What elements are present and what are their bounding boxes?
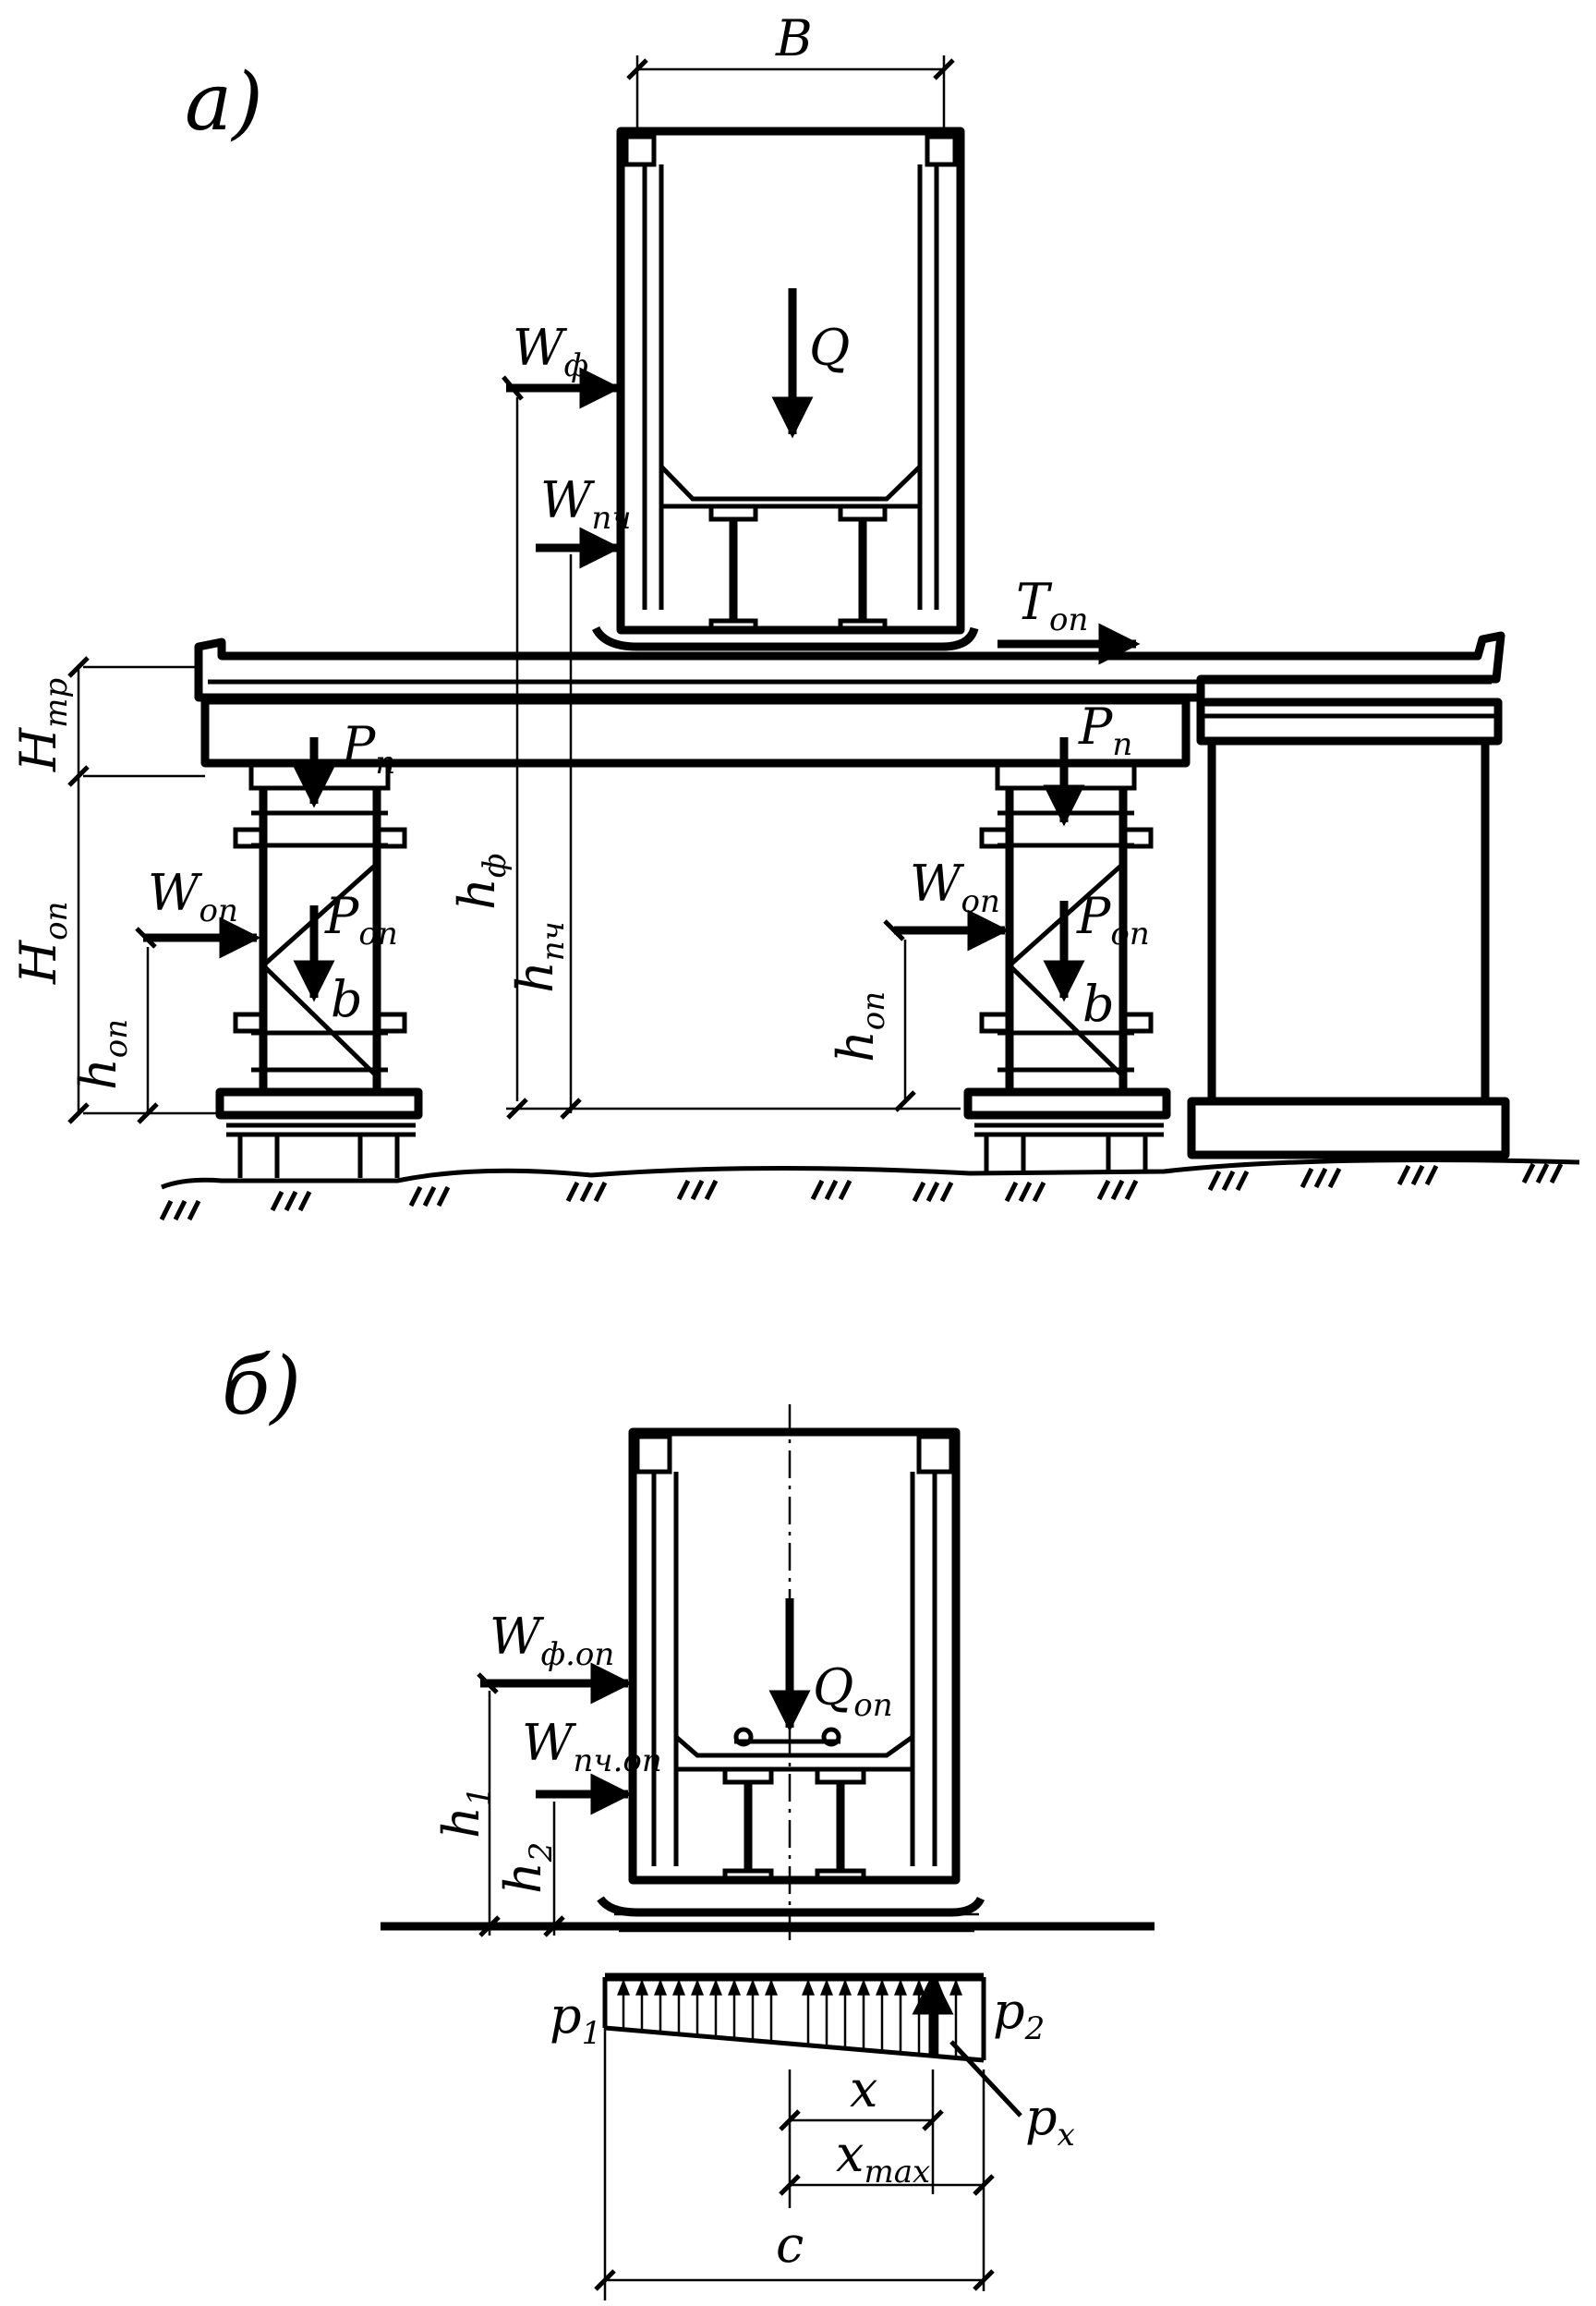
panel-b-label: б) [222, 1341, 301, 1433]
h-tr-sub: тр [38, 678, 75, 728]
load-q-label: Q [809, 319, 850, 377]
ground [159, 1158, 1580, 1221]
track-deck [194, 631, 1510, 1159]
panel-a-label: а) [185, 56, 263, 149]
svg-text:Pп: Pп [341, 716, 395, 782]
svg-text:hф: hф [448, 854, 514, 910]
b-left-label: b [331, 970, 363, 1028]
thrust-arrow: Tоп [998, 573, 1141, 665]
svg-text:xmax: xmax [836, 2125, 930, 2191]
p-n-right-main: P [1078, 698, 1114, 756]
wind-car-sub: ф [564, 347, 589, 384]
w-f-op-main: W [490, 1608, 545, 1666]
h-op-right-sub: оп [855, 991, 892, 1030]
xmax-main: x [836, 2125, 864, 2183]
svg-text:h1: h1 [432, 1787, 498, 1839]
dimension-h-tr: Hтр Hоп [9, 656, 205, 1124]
w-op-left-main: W [148, 864, 203, 922]
p-op-right-sub: оп [1110, 916, 1149, 953]
car-body: Q [591, 127, 979, 651]
car-body-b [597, 1404, 985, 1940]
thrust-sub: оп [1049, 601, 1088, 638]
h-op-left-main: h [69, 1058, 127, 1090]
left-support-tower [215, 762, 423, 1178]
dimension-c: c [594, 1986, 995, 2300]
svg-text:Wф.оп: Wф.оп [490, 1608, 614, 1673]
q-op-main: Q [813, 1658, 853, 1717]
h-tr-main: H [9, 727, 67, 772]
p-n-right-sub: п [1112, 726, 1132, 763]
p-op-left-sub: оп [358, 916, 397, 953]
dimension-h-f-h-pch: hф hпч [448, 397, 961, 1120]
wind-car-arrow: Wф [502, 319, 622, 409]
c-label: c [776, 2215, 804, 2274]
b-right-label: b [1082, 975, 1115, 1033]
svg-text:Wоп: Wоп [910, 855, 1000, 920]
w-pch-op-sub: пч.оп [574, 1742, 662, 1779]
h-op-right-main: h [827, 1030, 885, 1062]
dimension-b: B [626, 9, 955, 139]
w-op-left-sub: оп [200, 892, 238, 929]
dimension-b-label: B [775, 9, 813, 67]
svg-text:px: px [1025, 2088, 1075, 2154]
w-pch-op-main: W [522, 1714, 577, 1772]
wind-bogie-sub: пч [592, 500, 632, 537]
svg-text:hпч: hпч [506, 921, 572, 993]
thrust-main: T [1016, 573, 1053, 631]
svg-text:Pп: Pп [1078, 698, 1132, 763]
svg-text:hоп: hоп [827, 991, 892, 1062]
w-op-right-main: W [910, 855, 965, 913]
svg-text:Tоп: Tоп [1016, 573, 1088, 638]
px-sub: x [1058, 2117, 1075, 2154]
p-op-right-main: P [1076, 887, 1112, 945]
p2-sub: 2 [1024, 2010, 1046, 2047]
svg-text:Wпч: Wпч [540, 471, 632, 537]
svg-text:p1: p1 [550, 1986, 601, 2052]
svg-text:Pоп: Pоп [1076, 887, 1150, 953]
pressure-diagram: p1 p2 px [550, 1972, 1075, 2154]
h1-main: h [432, 1806, 490, 1839]
svg-text:Wф: Wф [513, 319, 588, 384]
svg-text:Wоп: Wоп [148, 864, 238, 929]
p1-sub: 1 [582, 2015, 602, 2052]
w-op-right-sub: оп [961, 883, 1000, 920]
h-f-sub: ф [477, 854, 514, 879]
svg-text:Pоп: Pоп [324, 887, 398, 953]
right-support-tower [963, 762, 1171, 1173]
svg-text:Hоп: Hоп [9, 902, 75, 985]
h2-sub: 2 [523, 1842, 560, 1863]
h-op-left-sub: оп [98, 1019, 135, 1058]
h-pch-main: h [506, 961, 564, 993]
h2-main: h [494, 1862, 552, 1894]
h-op-sub: оп [38, 902, 75, 941]
p-n-left-sub: п [375, 745, 395, 782]
svg-text:Qоп: Qоп [813, 1658, 893, 1724]
svg-text:p2: p2 [993, 1982, 1045, 2047]
x-label: x [850, 2060, 877, 2118]
panel-a: а) B [9, 9, 1580, 1221]
w-f-op-sub: ф.оп [541, 1636, 615, 1673]
p-n-left-main: P [341, 716, 377, 774]
wind-bogie-main: W [540, 471, 596, 529]
xmax-sub: max [864, 2154, 930, 2191]
panel-b: б) [222, 1341, 1155, 2300]
p-op-left-main: P [324, 887, 360, 945]
p2-main: p [993, 1982, 1025, 2040]
h-op-main: H [9, 940, 67, 985]
q-op-sub: оп [853, 1687, 892, 1724]
h-f-main: h [448, 878, 506, 910]
px-main: p [1025, 2088, 1058, 2146]
h-pch-sub: пч [535, 921, 572, 961]
svg-text:hоп: hоп [69, 1019, 135, 1090]
svg-text:h2: h2 [494, 1842, 560, 1894]
wind-bogie-arrow: Wпч [536, 471, 632, 569]
wind-car-main: W [513, 319, 568, 377]
dimension-x: x xmax [779, 2060, 995, 2208]
h1-sub: 1 [461, 1787, 498, 1807]
svg-text:Wпч.оп: Wпч.оп [522, 1714, 662, 1779]
p1-main: p [550, 1986, 582, 2045]
svg-text:Hтр: Hтр [9, 678, 75, 772]
